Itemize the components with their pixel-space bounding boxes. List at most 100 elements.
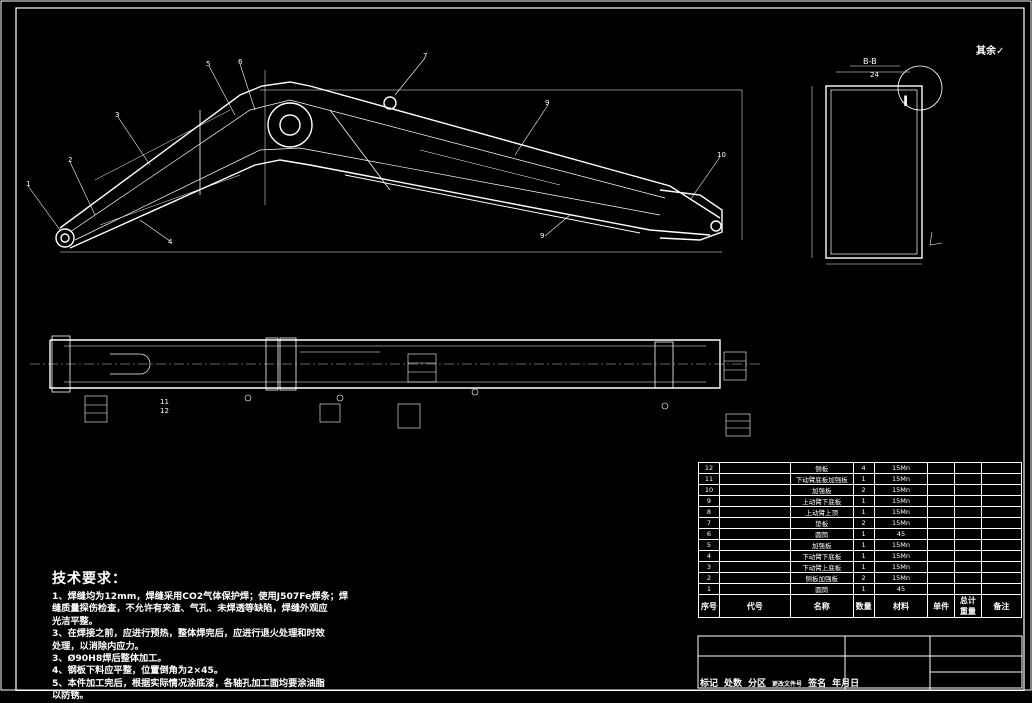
bom-cell-qty: 2: [852, 572, 875, 584]
bom-cell-no: 5: [698, 539, 720, 551]
bom-cell-remark: [980, 506, 1023, 518]
balloon-6: 6: [238, 58, 243, 66]
bom-cell-remark: [980, 572, 1023, 584]
balloon-labels: 1 2 3 4 5 6 7 9 10 9: [26, 52, 726, 246]
bom-cell-total-weight: [954, 462, 982, 474]
balloon-10: 10: [717, 151, 726, 159]
dimension-lines: [60, 70, 743, 253]
bom-cell-remark: [980, 473, 1023, 485]
bom-cell-code: [719, 561, 791, 573]
bom-cell-no: 10: [698, 484, 720, 496]
bom-cell-material: 15Mn: [873, 473, 929, 485]
bom-cell-remark: [980, 550, 1023, 562]
bom-cell-material: 15Mn: [873, 517, 929, 529]
tech-req-line: 处理，以消除内应力。: [52, 640, 144, 652]
bom-cell-no: 3: [698, 561, 720, 573]
plan-balloons: 11 12: [160, 398, 169, 415]
bom-cell-remark: [980, 539, 1023, 551]
bom-cell-no: 6: [698, 528, 720, 540]
tech-req-line: 以防锈。: [52, 690, 89, 702]
bom-cell-no: 7: [698, 517, 720, 529]
bom-cell-material: 15Mn: [873, 539, 929, 551]
bom-cell-code: [719, 517, 791, 529]
balloon-12: 12: [160, 407, 169, 415]
bom-cell-material: 45: [873, 528, 929, 540]
balloon-9a: 9: [545, 99, 549, 107]
bom-cell-total-weight: [954, 583, 982, 595]
bom-cell-code: [719, 583, 791, 595]
bom-cell-remark: [980, 561, 1023, 573]
bom-header-row: 序号 代号 名称 数量 材料 单件 总计重量 备注: [698, 594, 1023, 618]
bom-cell-total-weight: [954, 495, 982, 507]
bom-cell-qty: 1: [852, 539, 875, 551]
bom-cell-material: 45: [873, 583, 929, 595]
tb-label: 标记: [700, 679, 719, 689]
section-bb-dimension: 24: [870, 71, 879, 79]
bom-cell-unit-weight: [927, 484, 956, 496]
bom-cell-code: [719, 550, 791, 562]
bom-cell-no: 9: [698, 495, 720, 507]
bom-cell-unit-weight: [927, 462, 956, 474]
bom-cell-name: 加强板: [789, 539, 854, 551]
bom-cell-qty: 1: [852, 506, 875, 518]
bom-cell-total-weight: [954, 517, 982, 529]
roughness-note-text: 其余: [976, 46, 996, 57]
bom-header-seq: 序号: [698, 594, 720, 618]
bom-cell-unit-weight: [927, 539, 956, 551]
bom-cell-name: 侧板: [789, 462, 854, 474]
bom-cell-name: 下动臂底板加强板: [789, 473, 854, 485]
tech-req-line: 3、在焊接之前，应进行预热，整体焊完后，应进行退火处理和时效: [52, 628, 325, 640]
bom-header-material: 材料: [873, 594, 929, 618]
roughness-note: 其余✓: [976, 46, 1005, 57]
bom-cell-remark: [980, 462, 1023, 474]
bom-cell-name: 下动臂上底板: [789, 561, 854, 573]
bom-cell-unit-weight: [927, 572, 956, 584]
bom-cell-qty: 1: [852, 550, 875, 562]
bom-cell-no: 11: [698, 473, 720, 485]
bom-header-name: 名称: [789, 594, 854, 618]
bom-cell-qty: 1: [852, 528, 875, 540]
bom-cell-qty: 4: [852, 462, 875, 474]
bom-cell-code: [719, 495, 791, 507]
bom-cell-material: 15Mn: [873, 550, 929, 562]
bom-cell-material: 15Mn: [873, 484, 929, 496]
bom-cell-qty: 1: [852, 473, 875, 485]
bom-cell-name: 圆筒: [789, 583, 854, 595]
bom-cell-unit-weight: [927, 583, 956, 595]
bom-cell-total-weight: [954, 572, 982, 584]
section-bb-label: B-B: [863, 57, 877, 66]
bom-cell-name: 圆筒: [789, 528, 854, 540]
bom-cell-name: 上动臂上顶: [789, 506, 854, 518]
technical-requirements: 技术要求： 1、焊缝均为12mm，焊缝采用CO2气体保护焊；使用J507Fe焊条…: [52, 568, 372, 703]
bom-cell-total-weight: [954, 561, 982, 573]
title-block-frame: [697, 635, 1023, 691]
bom-cell-remark: [980, 528, 1023, 540]
bom-header-unit-weight: 单件: [927, 594, 956, 618]
balloon-4: 4: [168, 238, 173, 246]
bom-cell-name: 加强板: [789, 484, 854, 496]
bom-cell-no: 1: [698, 583, 720, 595]
balloon-9b: 9: [540, 232, 544, 240]
tech-req-line: 缝质量探伤检查，不允许有夹渣、气孔、未焊透等缺陷，焊缝外观应: [52, 603, 328, 615]
tech-req-line: 4、钢板下料应平整，位置倒角为2×45。: [52, 665, 224, 677]
bom-cell-name: 侧板加强板: [789, 572, 854, 584]
balloon-11: 11: [160, 398, 169, 406]
bom-cell-unit-weight: [927, 495, 956, 507]
tb-label: 签名: [808, 679, 827, 689]
bom-cell-total-weight: [954, 506, 982, 518]
bom-cell-unit-weight: [927, 550, 956, 562]
bom-cell-total-weight: [954, 539, 982, 551]
bom-cell-no: 8: [698, 506, 720, 518]
bom-cell-total-weight: [954, 528, 982, 540]
tech-req-line: 光洁平整。: [52, 615, 98, 627]
